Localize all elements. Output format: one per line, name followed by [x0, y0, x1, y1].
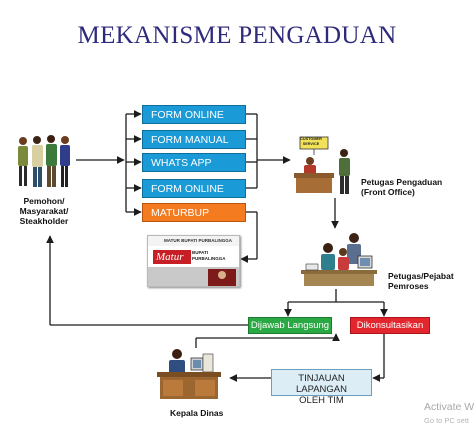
pemroses-label-line1: Petugas/Pejabat [388, 271, 454, 281]
channel-maturbup: MATURBUP [142, 203, 246, 222]
maturbup-card-header: MATUR BUPATI PURBALINGGA [148, 236, 239, 246]
dijawab-langsung-box: Dijawab Langsung [248, 317, 332, 334]
pemohon-label-line1: Pemohon/ [23, 196, 65, 206]
sign-line1: CUSTOMER [300, 137, 322, 141]
activation-watermark-sub: Go to PC sett [424, 416, 470, 425]
channel-form-online-2: FORM ONLINE [142, 179, 246, 198]
front-office-label: Petugas Pengaduan (Front Office) [361, 177, 442, 197]
pemohon-label-line2: Masyarakat/ [19, 206, 69, 216]
front-office-label-line2: (Front Office) [361, 187, 415, 197]
pemohon-label-line3: Steakholder [19, 216, 69, 226]
kepala-dinas-label: Kepala Dinas [170, 408, 224, 418]
channel-form-online-1: FORM ONLINE [142, 105, 246, 124]
diagram-title: MEKANISME PENGADUAN [77, 22, 397, 49]
front-office-label-line1: Petugas Pengaduan [361, 177, 443, 187]
sign-line2: SERVICE [302, 142, 320, 146]
customer-service-sign: CUSTOMER SERVICE [298, 137, 324, 147]
kepala-dinas-desk-icon [155, 344, 225, 409]
pemroses-label-line2: Pemroses [388, 281, 429, 291]
maturbup-card-photo [148, 267, 239, 286]
maturbup-subtitle: BUPATI PURBALINGGA [192, 250, 236, 262]
office-workers-icon [296, 230, 382, 297]
maturbup-website-card: MATUR BUPATI PURBALINGGA Matur BUPATI PU… [147, 235, 240, 287]
tinjauan-line2: OLEH TIM [299, 395, 344, 406]
tinjauan-lapangan-box: TINJAUAN LAPANGAN OLEH TIM [271, 369, 372, 406]
maturbup-logo: Matur [153, 250, 191, 264]
pemohon-label: Pemohon/ Masyarakat/ Steakholder [8, 196, 80, 226]
channel-whats-app: WHATS APP [142, 153, 246, 172]
activation-watermark: Activate W [424, 401, 474, 413]
tinjauan-line1: TINJAUAN LAPANGAN [295, 373, 348, 395]
maturbup-subtitle-line2: PURBALINGGA [192, 256, 226, 261]
channel-form-manual: FORM MANUAL [142, 130, 246, 149]
dikonsultasikan-box: Dikonsultasikan [350, 317, 430, 334]
pemroses-label: Petugas/Pejabat Pemroses [388, 271, 454, 291]
maturbup-subtitle-line1: BUPATI [192, 250, 209, 255]
people-group-icon [14, 132, 74, 197]
customer-service-desk-icon [292, 135, 358, 202]
